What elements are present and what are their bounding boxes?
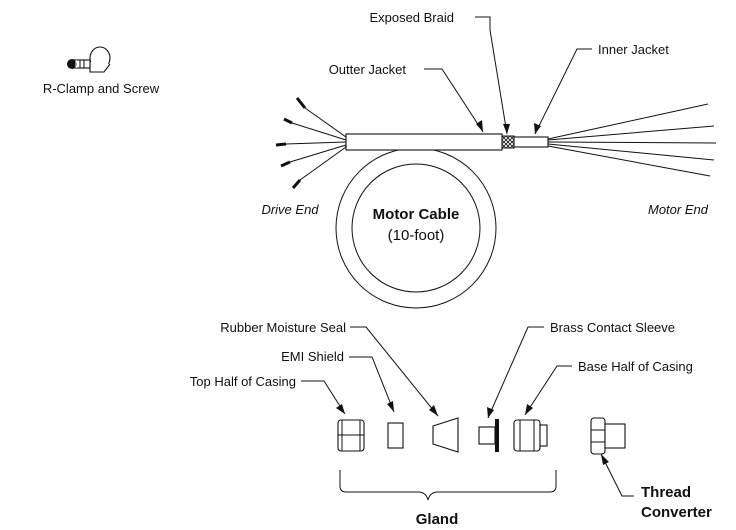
brass-sleeve-label: Brass Contact Sleeve: [550, 320, 675, 335]
inner-jacket-label: Inner Jacket: [598, 42, 669, 57]
emi-shield-label: EMI Shield: [281, 349, 344, 364]
thread-converter-label-line2: Converter: [641, 504, 712, 521]
base-half-casing-part: [513, 419, 548, 452]
motor-end-wires: [547, 103, 717, 177]
drive-end-label: Drive End: [261, 202, 319, 217]
top-half-label: Top Half of Casing: [190, 374, 296, 389]
gland-bracket: [339, 470, 557, 501]
base-half-label: Base Half of Casing: [578, 359, 693, 374]
thread-converter-label-line1: Thread: [641, 484, 691, 501]
outer-jacket-label: Outter Jacket: [329, 62, 407, 77]
brass-sleeve-part: [478, 419, 499, 452]
r-clamp-icon: [67, 46, 111, 73]
thread-converter-part: [590, 417, 626, 455]
emi-shield-part: [387, 422, 404, 449]
r-clamp-label: R-Clamp and Screw: [43, 81, 160, 96]
cable-body: [345, 133, 549, 151]
gland-label: Gland: [416, 511, 459, 528]
motor-cable-length: (10-foot): [388, 227, 445, 244]
exposed-braid-label: Exposed Braid: [369, 10, 454, 25]
rubber-seal-label: Rubber Moisture Seal: [220, 320, 346, 335]
motor-end-label: Motor End: [648, 202, 709, 217]
inner-jacket-section: [513, 136, 549, 148]
motor-cable-title: Motor Cable: [373, 206, 460, 223]
rubber-seal-part: [432, 417, 459, 453]
drive-end-wires: [275, 97, 347, 189]
cable-coil: [335, 141, 497, 309]
top-half-casing-part: [337, 419, 365, 452]
